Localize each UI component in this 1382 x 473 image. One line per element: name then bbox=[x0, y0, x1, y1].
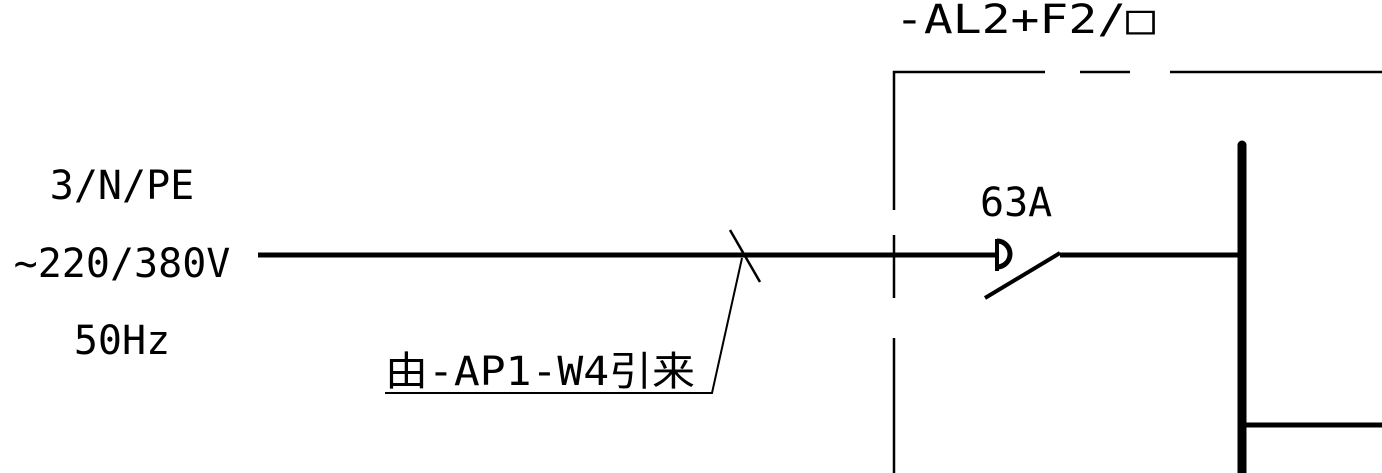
breaker-rating-label: 63A bbox=[980, 180, 1052, 226]
cable-source-note: 由-AP1-W4引来 bbox=[385, 349, 695, 395]
cable-tick-mark bbox=[728, 229, 762, 283]
cable-leader-line bbox=[385, 257, 743, 394]
supply-phases-label: 3/N/PE bbox=[50, 163, 195, 209]
panel-boundary bbox=[892, 70, 1382, 473]
supply-voltage-label: ~220/380V bbox=[14, 241, 231, 287]
breaker-contact-blade bbox=[983, 251, 1062, 300]
breaker-trip-arc bbox=[996, 238, 1013, 270]
supply-frequency-label: 50Hz bbox=[74, 318, 170, 364]
circuit-breaker-symbol bbox=[983, 238, 1242, 300]
panel-designation-label: -AL2+F2/□ bbox=[895, 0, 1155, 43]
